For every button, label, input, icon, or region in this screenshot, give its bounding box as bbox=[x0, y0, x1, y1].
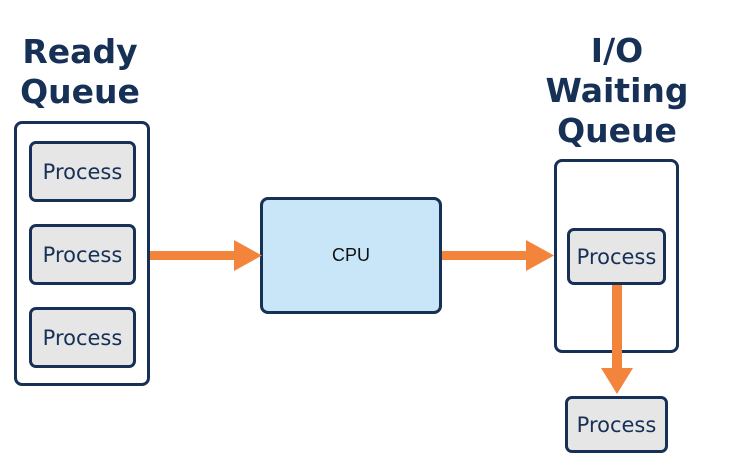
arrow-ready-to-cpu-shaft bbox=[150, 251, 236, 260]
ready-process-2: Process bbox=[29, 224, 136, 285]
arrow-ready-to-cpu-head bbox=[234, 240, 262, 271]
ready-queue-title-line2: Queue bbox=[20, 72, 140, 111]
arrow-cpu-to-io-shaft bbox=[442, 251, 528, 260]
ready-process-1: Process bbox=[29, 141, 136, 202]
ready-queue-title: Ready Queue bbox=[20, 32, 140, 112]
io-queue-title-line1: I/O bbox=[590, 31, 644, 70]
arrow-io-to-released-head bbox=[601, 368, 633, 394]
io-process: Process bbox=[567, 228, 666, 285]
io-queue-title-line3: Queue bbox=[557, 111, 677, 150]
arrow-cpu-to-io-head bbox=[526, 240, 554, 271]
ready-queue-title-line1: Ready bbox=[22, 32, 138, 71]
released-process: Process bbox=[565, 396, 668, 453]
ready-process-3: Process bbox=[29, 307, 136, 368]
io-queue-title: I/O Waiting Queue bbox=[542, 31, 692, 151]
arrow-io-to-released-shaft bbox=[612, 285, 622, 370]
io-queue-title-line2: Waiting bbox=[545, 71, 689, 110]
